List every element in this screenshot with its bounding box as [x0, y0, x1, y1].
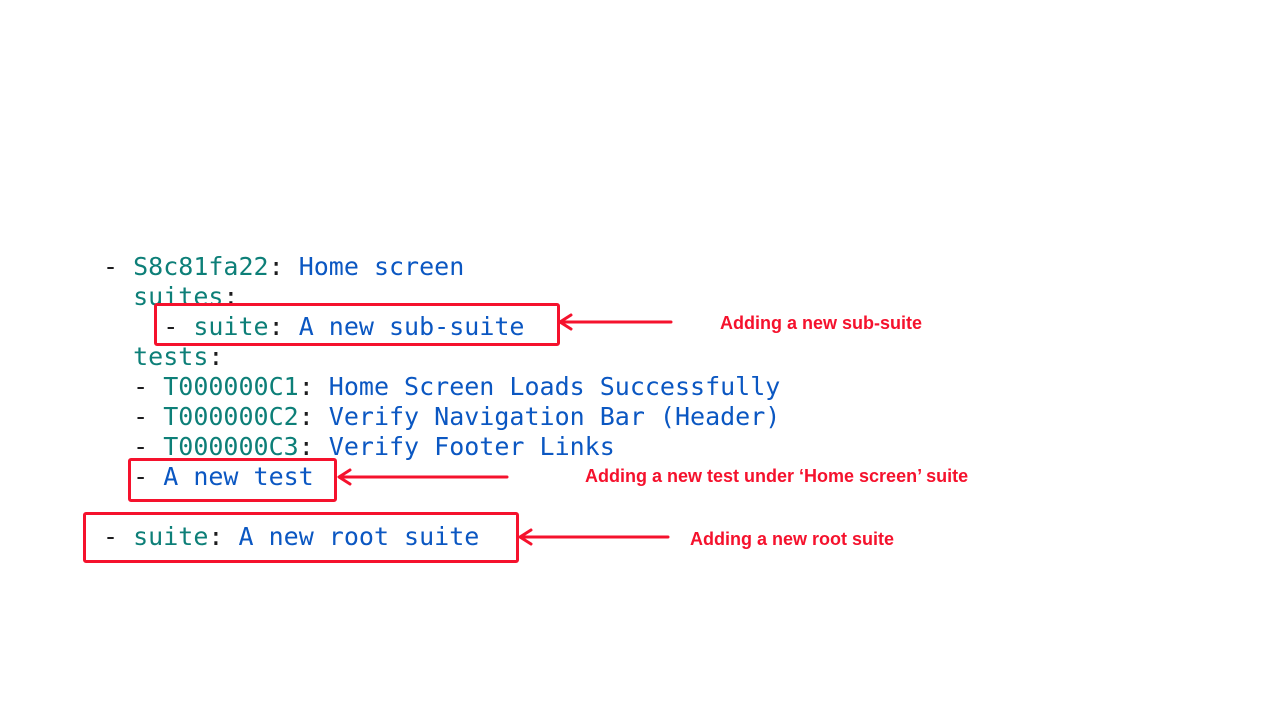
code-line: - T000000C2: Verify Navigation Bar (Head… — [103, 402, 780, 432]
code-token-value: A new test — [163, 462, 314, 491]
code-token-value: A new sub-suite — [298, 312, 525, 341]
left-arrow-icon-sub-suite — [558, 313, 673, 331]
code-token-punct: - — [103, 252, 134, 281]
code-token-punct: : — [268, 312, 299, 341]
annotation-new-test: Adding a new test under ‘Home screen’ su… — [585, 466, 969, 486]
code-token-punct: - — [133, 402, 164, 431]
code-token-key: suite — [193, 312, 269, 341]
code-line: - T000000C1: Home Screen Loads Successfu… — [103, 372, 780, 402]
code-token-punct: : — [268, 252, 299, 281]
code-line: - suite: A new root suite — [103, 522, 780, 552]
left-arrow-icon-new-test — [337, 468, 509, 486]
code-token-key: S8c81fa22 — [133, 252, 269, 281]
code-line: - A new test — [103, 462, 780, 492]
code-token-key: suites — [133, 282, 224, 311]
code-line: - suite: A new sub-suite — [103, 312, 780, 342]
code-token-value: Home screen — [298, 252, 465, 281]
code-token-punct: - — [103, 522, 134, 551]
code-token-value: Verify Navigation Bar (Header) — [328, 402, 781, 431]
code-token-value: Verify Footer Links — [328, 432, 615, 461]
code-token-key: tests — [133, 342, 209, 371]
code-token-punct: - — [133, 432, 164, 461]
annotation-root-suite: Adding a new root suite — [690, 529, 895, 549]
code-line: tests: — [103, 342, 780, 372]
code-token-punct: - — [133, 372, 164, 401]
code-line: - T000000C3: Verify Footer Links — [103, 432, 780, 462]
left-arrow-icon-root-suite — [518, 528, 670, 546]
code-token-value: A new root suite — [238, 522, 480, 551]
code-token-key: suite — [133, 522, 209, 551]
code-token-punct: - — [163, 312, 194, 341]
code-token-punct: : — [208, 342, 224, 371]
annotation-sub-suite: Adding a new sub-suite — [720, 313, 923, 333]
code-token-key: T000000C2 — [163, 402, 299, 431]
code-token-punct: : — [298, 402, 329, 431]
highlight-box-sub-suite — [154, 303, 560, 346]
highlight-box-root-suite — [83, 512, 519, 563]
highlight-box-new-test — [128, 458, 337, 502]
code-token-punct: : — [208, 522, 239, 551]
code-token-key: T000000C1 — [163, 372, 299, 401]
code-token-punct: : — [298, 372, 329, 401]
code-token-value: Home Screen Loads Successfully — [328, 372, 781, 401]
code-token-punct: : — [298, 432, 329, 461]
code-token-key: T000000C3 — [163, 432, 299, 461]
code-line: - S8c81fa22: Home screen — [103, 252, 780, 282]
code-token-punct: - — [133, 462, 164, 491]
yaml-code-block: - S8c81fa22: Home screen suites: - suite… — [103, 252, 780, 552]
